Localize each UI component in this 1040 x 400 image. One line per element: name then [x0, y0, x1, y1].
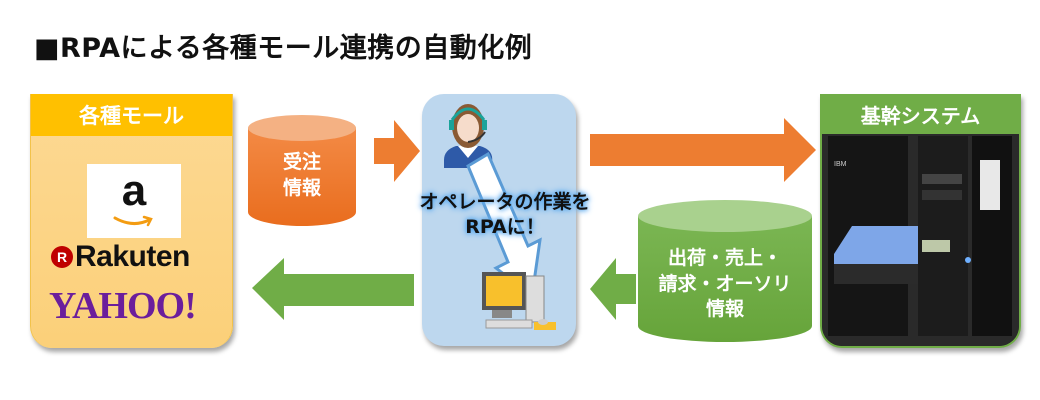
rpa-caption: オペレータの作業を RPAに！	[395, 190, 615, 239]
server-photo: IBM	[822, 134, 1019, 346]
core-system-header: 基幹システム	[822, 94, 1019, 134]
server-panel-highlight	[834, 226, 918, 264]
core-system-panel: 基幹システム IBM	[820, 94, 1021, 348]
rpa-caption-line1: オペレータの作業を	[419, 191, 591, 213]
order-info-cylinder-body	[248, 128, 356, 226]
order-info-line1: 受注	[282, 151, 321, 173]
mall-panel-header: 各種モール	[31, 94, 232, 136]
operator-icon	[444, 104, 493, 168]
order-info-line2: 情報	[282, 176, 321, 199]
shipping-info-cylinder	[638, 200, 812, 342]
amazon-smile-icon	[113, 215, 153, 227]
amazon-logo-letter: a	[121, 166, 147, 215]
rakuten-logo-text: Rakuten	[75, 240, 190, 273]
shipping-info-cylinder-top	[638, 200, 812, 232]
operator-illustration	[444, 104, 556, 330]
shipping-info-cylinder-body	[638, 216, 812, 342]
paper-note	[980, 160, 1000, 210]
rakuten-r-icon: R	[51, 246, 73, 268]
shipping-info-line2: 請求・オーソリ	[658, 272, 792, 295]
computer-icon	[482, 272, 556, 330]
arrow-shipping-to-operator	[590, 258, 636, 320]
rakuten-logo: R Rakuten	[51, 240, 190, 274]
arrow-operator-to-mall	[252, 258, 414, 320]
shipping-info-label: 出荷・売上・ 請求・オーソリ 情報	[634, 246, 816, 323]
order-info-label: 受注 情報	[244, 150, 360, 201]
shipping-info-line1: 出荷・売上・	[667, 247, 782, 269]
yahoo-logo: YAHOO!	[49, 285, 197, 327]
ibm-label: IBM	[834, 161, 847, 168]
arrow-order-to-operator	[374, 120, 420, 182]
order-info-cylinder-top	[248, 115, 356, 141]
rpa-caption-line2: RPAに！	[465, 215, 545, 238]
arrow-operator-to-system	[590, 118, 816, 182]
page-title: ■RPAによる各種モール連携の自動化例	[34, 33, 533, 64]
amazon-logo: a	[87, 164, 181, 238]
shipping-info-line3: 情報	[705, 298, 744, 321]
automation-arrow-icon	[466, 151, 542, 299]
mall-panel: 各種モール a R Rakuten YAHOO!	[30, 94, 233, 348]
order-info-cylinder	[248, 115, 356, 226]
